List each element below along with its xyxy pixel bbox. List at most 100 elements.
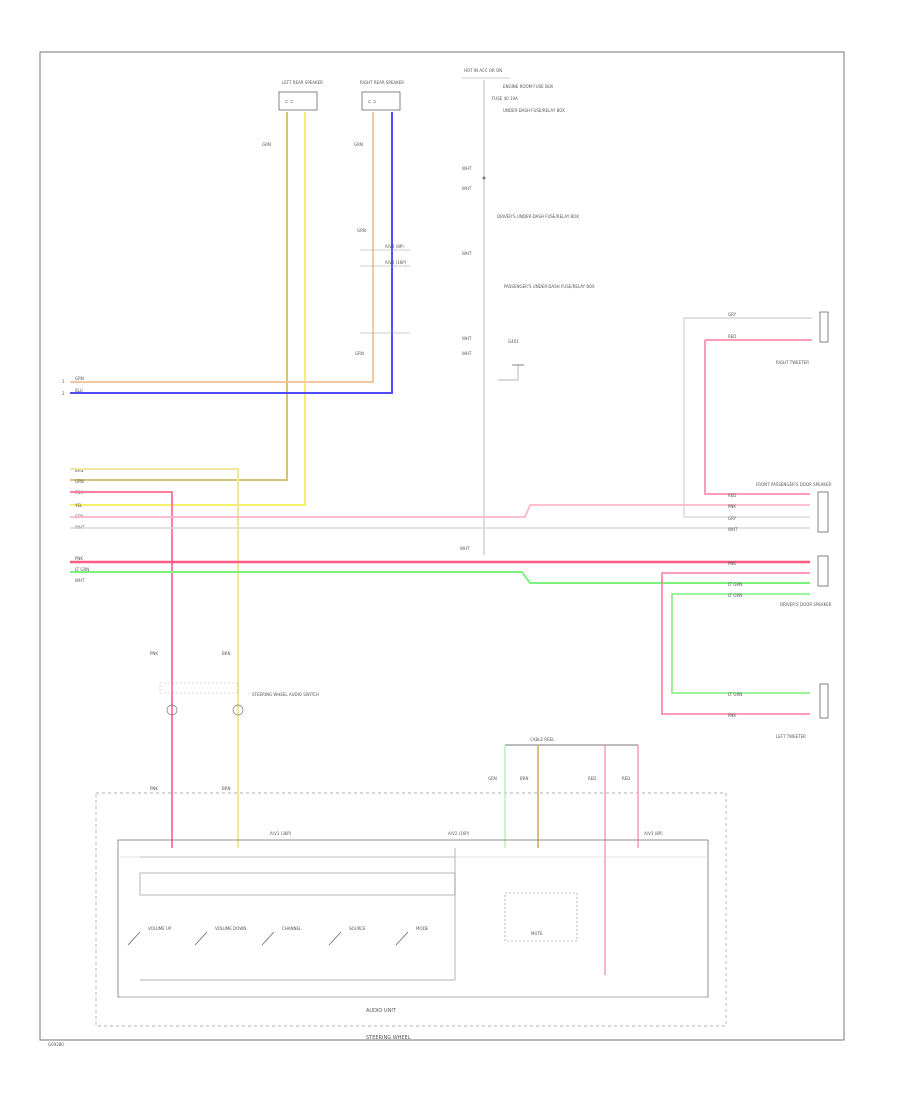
wire-green-lefttweet <box>671 593 810 694</box>
audio-connector-1: A/V1 (36P) <box>270 831 292 836</box>
svg-text:SOURCE: SOURCE <box>349 926 366 931</box>
svg-text:WHT: WHT <box>462 351 472 356</box>
right-rear-speaker-symbol: ⊏ ⊐ <box>368 99 376 104</box>
right-rear-speaker: RIGHT REAR SPEAKER ⊏ ⊐ <box>360 80 404 111</box>
wire-label-tan-4: GRN <box>355 351 364 356</box>
svg-text:GRN: GRN <box>75 479 84 484</box>
svg-text:WHT: WHT <box>462 166 472 171</box>
svg-text:WHT: WHT <box>462 186 472 191</box>
svg-text:BRN: BRN <box>222 651 231 656</box>
svg-text:VOLUME DOWN: VOLUME DOWN <box>215 926 246 931</box>
svg-text:LT GRN: LT GRN <box>728 593 742 598</box>
wire-tan-rr <box>70 112 374 383</box>
svg-text:PNK: PNK <box>728 561 736 566</box>
svg-text:PNK: PNK <box>728 504 736 509</box>
cable-reel-label: STEERING WHEEL <box>366 1035 411 1041</box>
svg-text:RED: RED <box>588 776 596 781</box>
wire-yellow-lr <box>70 112 306 506</box>
switch-mode: MODE <box>395 926 429 946</box>
steering-switch-label: STEERING WHEEL AUDIO SWITCH <box>252 692 319 697</box>
audio-connector-3: A/V3 (8P) <box>644 831 663 836</box>
driver-speaker-label: DRIVER'S DOOR SPEAKER <box>780 602 832 607</box>
svg-text:WHT: WHT <box>728 527 738 532</box>
connector-note-1: DRIVER'S UNDER-DASH FUSE/RELAY BOX <box>497 214 579 219</box>
power-supply-note: ENGINE ROOM FUSE BOX <box>503 84 554 89</box>
svg-text:PNK: PNK <box>150 786 158 791</box>
switch-volume-down: VOLUME DOWN <box>194 926 246 946</box>
wire-ltyellow-main <box>70 468 239 848</box>
wire-pink-lefttweet <box>661 572 810 715</box>
svg-text:RED: RED <box>728 334 736 339</box>
svg-text:MUTE: MUTE <box>531 931 543 936</box>
power-supply: HOT IN ACC OR ON ENGINE ROOM FUSE BOX FU… <box>462 68 565 113</box>
wire-green-driver <box>70 571 810 584</box>
svg-text:VOLUME UP: VOLUME UP <box>148 926 172 931</box>
wire-label-left-tan: GRN <box>75 376 84 381</box>
svg-text:RED: RED <box>728 493 736 498</box>
left-rear-speaker-label: LEFT REAR SPEAKER <box>282 80 323 85</box>
right-tweeter-label: RIGHT TWEETER <box>776 360 809 365</box>
wire-tan-lr <box>70 112 288 481</box>
svg-text:RED: RED <box>622 776 630 781</box>
ground-g401: G401 <box>498 339 524 381</box>
svg-text:GRY: GRY <box>728 312 737 317</box>
footer-code: G69280 <box>48 1042 64 1047</box>
front-speaker-label: FRONT PASSENGER'S DOOR SPEAKER <box>756 482 832 487</box>
svg-text:WHT: WHT <box>462 251 472 256</box>
svg-text:YEL: YEL <box>74 503 83 508</box>
connector-note-2: PASSENGER'S UNDER-DASH FUSE/RELAY BOX <box>504 284 595 289</box>
diagram-frame <box>39 51 845 1041</box>
svg-text:LT GRN: LT GRN <box>728 582 742 587</box>
svg-text:BRN: BRN <box>75 468 84 473</box>
svg-text:2: 2 <box>62 391 65 396</box>
steering-wheel-audio-switch: STEERING WHEEL AUDIO SWITCH PNK BRN PNK … <box>150 651 319 791</box>
svg-text:WHT: WHT <box>460 546 470 551</box>
wire-label-tan-2: GRN <box>354 142 363 147</box>
fuse-label: FUSE 40 10A <box>492 96 518 101</box>
cable-reel-connector: CABLE REEL GRN BRN RED RED <box>488 737 639 975</box>
wire-label-tan-1: GRN <box>262 142 271 147</box>
svg-text:BRN: BRN <box>520 776 529 781</box>
left-rear-speaker: LEFT REAR SPEAKER ⊏ ⊐ <box>278 80 323 111</box>
right-tweeter: GRY RED RIGHT TWEETER <box>684 311 829 365</box>
svg-text:BRN: BRN <box>222 786 231 791</box>
wire-label-left-blue: BLU <box>75 388 83 393</box>
svg-text:CHANNEL: CHANNEL <box>282 926 302 931</box>
switch-source: SOURCE <box>328 926 366 946</box>
svg-text:LT GRN: LT GRN <box>728 692 742 697</box>
front-passenger-speaker: FRONT PASSENGER'S DOOR SPEAKER RED PNK G… <box>728 482 832 533</box>
svg-text:PNK: PNK <box>728 713 736 718</box>
cable-reel-box <box>95 792 727 1027</box>
left-tweeter: LT GRN PNK LEFT TWEETER <box>728 683 829 739</box>
wire-blue-rr <box>70 112 393 394</box>
svg-text:GRY: GRY <box>728 516 737 521</box>
svg-text:GRN: GRN <box>488 776 497 781</box>
switch-channel: CHANNEL <box>261 926 302 946</box>
svg-text:WHT: WHT <box>462 336 472 341</box>
switch-volume-up: VOLUME UP <box>127 926 172 946</box>
audio-unit: A/V1 (36P) A/V2 (16P) A/V3 (8P) MUTE AUD… <box>117 831 709 1014</box>
left-tweeter-label: LEFT TWEETER <box>776 734 806 739</box>
cable-reel-connector-label: CABLE REEL <box>530 737 555 742</box>
wire-pink-main <box>70 491 173 848</box>
wire-pink-tweeter <box>704 340 810 495</box>
power-supply-label: HOT IN ACC OR ON <box>464 68 502 73</box>
fuse-note: UNDER-DASH FUSE/RELAY BOX <box>503 108 565 113</box>
svg-text:1: 1 <box>62 379 65 384</box>
svg-text:WHT: WHT <box>75 578 85 583</box>
connector-ref-2: A/V2 (16P) <box>385 260 407 265</box>
wire-label-tan-3: GRN <box>357 228 366 233</box>
ground-label: G401 <box>508 339 519 344</box>
left-rear-speaker-symbol: ⊏ ⊐ <box>285 99 293 104</box>
audio-connector-2: A/V2 (16P) <box>448 831 470 836</box>
right-rear-speaker-label: RIGHT REAR SPEAKER <box>360 80 404 85</box>
audio-unit-label: AUDIO UNIT <box>366 1008 397 1014</box>
svg-text:MODE: MODE <box>416 926 429 931</box>
svg-text:PNK: PNK <box>75 556 83 561</box>
wire-gray-front2 <box>683 318 810 518</box>
svg-text:LT GRN: LT GRN <box>75 567 89 572</box>
wire-pink-front <box>70 504 810 518</box>
connector-ref-1: A/V3 (8P) <box>385 244 404 249</box>
